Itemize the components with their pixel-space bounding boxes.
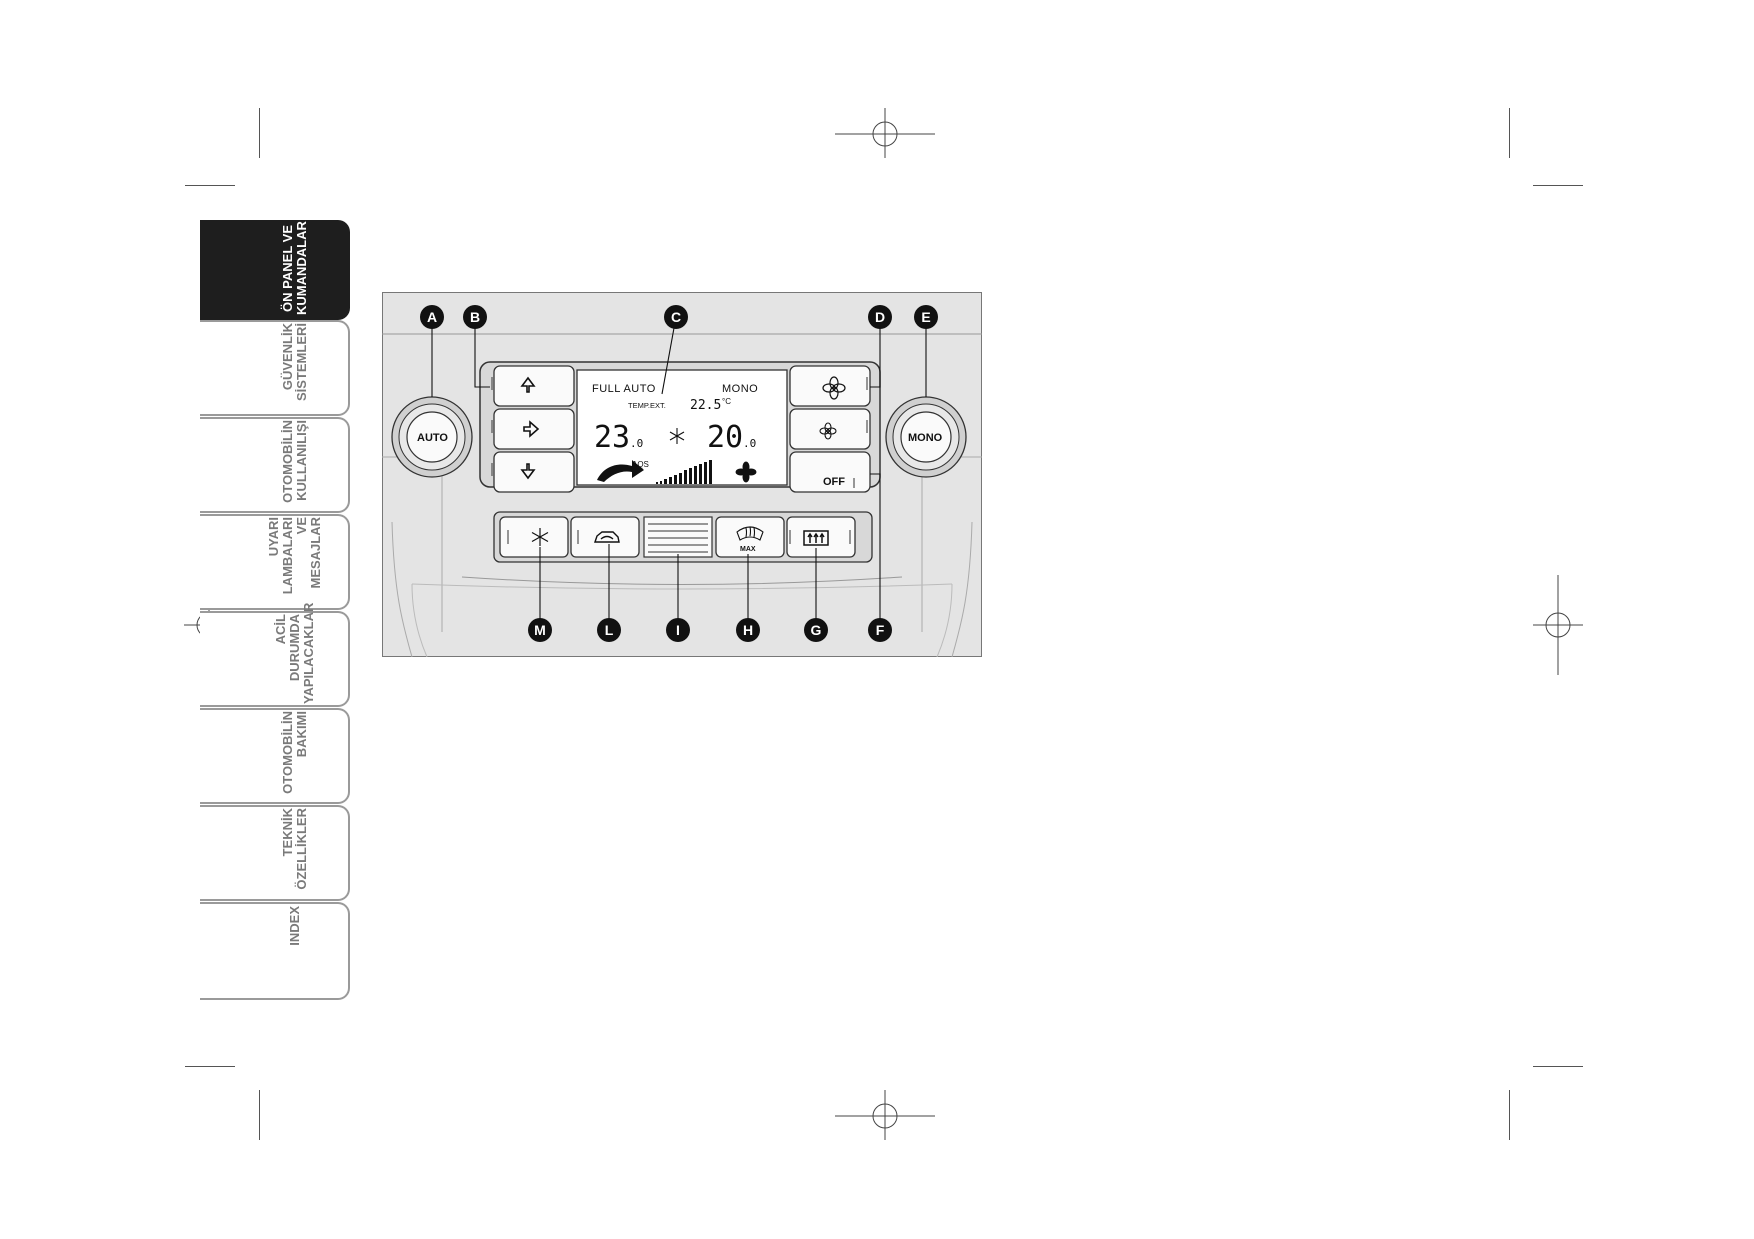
- svg-text:B: B: [470, 309, 480, 325]
- svg-text:E: E: [921, 309, 930, 325]
- arrow-down-icon: [520, 463, 536, 480]
- sun-sensor-grille: [643, 516, 713, 558]
- svg-text:H: H: [743, 622, 753, 638]
- temp-right-decimal: .0: [743, 437, 756, 450]
- callout-h: H: [736, 618, 760, 642]
- button-column-right: OFF: [789, 365, 871, 493]
- svg-text:F: F: [876, 622, 885, 638]
- snowflake-icon: [669, 428, 685, 444]
- tab-otomobilin-bakimi[interactable]: OTOMOBİLİN BAKIMI: [200, 708, 350, 804]
- tab-label: GÜVENLİK SİSTEMLERİ: [280, 323, 309, 402]
- fan-small-icon: [819, 422, 837, 440]
- bottom-button-strip: MAX: [493, 511, 873, 563]
- temp-left-main: 23: [594, 420, 630, 455]
- svg-text:L: L: [605, 622, 614, 638]
- crop-mark: [1533, 185, 1583, 186]
- rear-defrost-button[interactable]: [786, 516, 856, 558]
- callout-l: L: [597, 618, 621, 642]
- crop-mark: [259, 108, 260, 158]
- knob-mono-label: MONO: [908, 432, 943, 444]
- tab-uyari-lambalari-ve-mesajlar[interactable]: UYARI LAMBALARI VE MESAJLAR: [200, 514, 350, 610]
- tab-teknik-ozellikler[interactable]: TEKNİK ÖZELLİKLER: [200, 805, 350, 901]
- tab-label: INDEX: [287, 906, 302, 946]
- callout-c: C: [664, 305, 688, 329]
- tab-label: ACİL DURUMDA YAPILACAKLAR: [273, 602, 316, 704]
- tab-on-panel-ve-kumandalar[interactable]: ÖN PANEL VE KUMANDALAR: [200, 220, 350, 320]
- callout-d: D: [868, 305, 892, 329]
- display-mode-text: FULL AUTO: [592, 383, 656, 395]
- crop-mark: [1509, 108, 1510, 158]
- car-recirculation-icon: [594, 531, 620, 543]
- leader-lines: [431, 316, 927, 630]
- air-down-button[interactable]: [493, 451, 575, 493]
- off-button[interactable]: [789, 451, 871, 493]
- svg-text:I: I: [676, 622, 680, 638]
- display-mono-text: MONO: [722, 383, 758, 395]
- svg-text:A: A: [427, 309, 437, 325]
- svg-text:M: M: [534, 622, 546, 638]
- callout-e: E: [914, 305, 938, 329]
- temp-ext-label: TEMP.EXT.: [628, 401, 666, 410]
- crop-mark: [1533, 1066, 1583, 1067]
- tab-label: UYARI LAMBALARI VE MESAJLAR: [266, 517, 323, 595]
- arrow-up-icon: [520, 376, 536, 393]
- max-label: MAX: [740, 546, 756, 553]
- tab-index[interactable]: INDEX: [200, 902, 350, 1000]
- temperature-knob-left[interactable]: AUTO: [391, 396, 473, 478]
- callout-a: A: [420, 305, 444, 329]
- temp-left-decimal: .0: [630, 437, 643, 450]
- windscreen-defrost-icon: [736, 526, 764, 541]
- compressor-snowflake-icon: [531, 528, 549, 546]
- air-recirculation-icon: [597, 460, 644, 482]
- tab-label: OTOMOBİLİN KULLANILIŞI: [280, 420, 309, 503]
- button-column-left: [491, 365, 575, 493]
- aqs-label: AQS: [632, 460, 649, 469]
- temperature-knob-right[interactable]: MONO: [885, 396, 967, 478]
- tab-guvenlik-sistemleri[interactable]: GÜVENLİK SİSTEMLERİ: [200, 320, 350, 416]
- callout-b: B: [463, 305, 487, 329]
- callout-m: M: [528, 618, 552, 642]
- crop-mark: [1509, 1090, 1510, 1140]
- off-button-label: OFF: [823, 476, 845, 488]
- arrow-right-icon: [523, 420, 540, 438]
- crop-mark: [185, 1066, 235, 1067]
- crop-mark: [185, 185, 235, 186]
- temp-ext-value: 22.5: [690, 398, 721, 413]
- tab-label: ÖN PANEL VE KUMANDALAR: [280, 221, 309, 315]
- tab-label: OTOMOBİLİN BAKIMI: [280, 711, 309, 794]
- tab-label: TEKNİK ÖZELLİKLER: [280, 808, 309, 890]
- temp-unit: °C: [722, 397, 731, 406]
- crop-mark: [259, 1090, 260, 1140]
- registration-mark-right: [1533, 575, 1583, 675]
- callout-f: F: [868, 618, 892, 642]
- compressor-button[interactable]: [499, 516, 569, 558]
- callout-g: G: [804, 618, 828, 642]
- air-center-button[interactable]: [493, 408, 575, 450]
- fan-large-icon: [822, 376, 846, 400]
- knob-auto-label: AUTO: [417, 432, 448, 444]
- fan-decrease-button[interactable]: [789, 408, 871, 450]
- svg-text:G: G: [811, 622, 822, 638]
- lcd-display: FULL AUTO MONO TEMP.EXT. 22.5 °C 23 .0 2…: [576, 369, 788, 486]
- fan-display-icon: [735, 461, 757, 483]
- rear-window-defrost-icon: [803, 530, 829, 546]
- fan-speed-bars: [656, 460, 712, 484]
- callout-i: I: [666, 618, 690, 642]
- tab-otomobilin-kullanilisi[interactable]: OTOMOBİLİN KULLANILIŞI: [200, 417, 350, 513]
- svg-text:D: D: [875, 309, 885, 325]
- registration-mark-bottom: [835, 1090, 935, 1140]
- tab-acil-durumda-yapilacaklar[interactable]: ACİL DURUMDA YAPILACAKLAR: [200, 602, 350, 707]
- svg-text:C: C: [671, 309, 681, 325]
- climate-control-diagram: OFF FULL AUTO MONO TEMP.EXT. 22.5 °C 23 …: [382, 292, 982, 657]
- temp-right-main: 20: [707, 420, 743, 455]
- registration-mark-top: [835, 108, 935, 158]
